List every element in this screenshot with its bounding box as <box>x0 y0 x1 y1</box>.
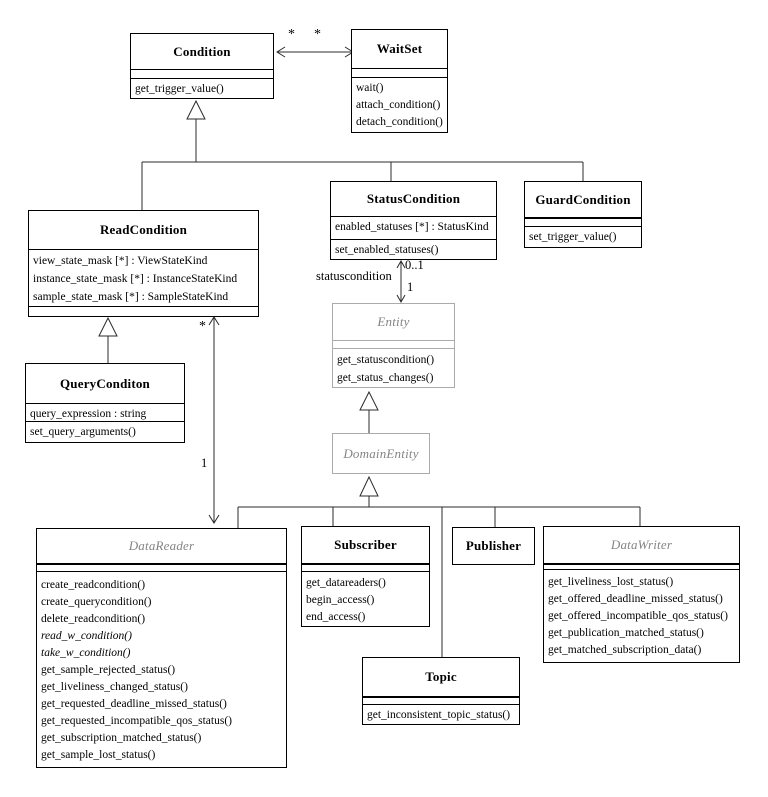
operations-compartment <box>29 306 258 316</box>
attribute: sample_state_mask [*] : SampleStateKind <box>33 291 229 303</box>
association-readcondition-datareader <box>208 316 220 524</box>
multiplicity-statuscondition-end: 0..1 <box>405 258 424 272</box>
attributes-compartment <box>37 563 286 571</box>
multiplicity-entity-end: 1 <box>407 280 414 294</box>
operation: get_matched_subscription_data() <box>548 644 702 656</box>
operation: detach_condition() <box>356 116 443 128</box>
class-readcondition: ReadCondition view_state_mask [*] : View… <box>28 210 259 317</box>
attribute: view_state_mask [*] : ViewStateKind <box>33 255 208 267</box>
operation: get_sample_lost_status() <box>41 749 156 761</box>
operation: get_datareaders() <box>306 577 386 589</box>
operation: wait() <box>356 82 384 94</box>
operation: get_statuscondition() <box>337 354 435 366</box>
class-subscriber: Subscriber get_datareaders() begin_acces… <box>301 526 430 627</box>
class-title: Subscriber <box>334 537 397 552</box>
class-title: DomainEntity <box>343 445 419 461</box>
attribute: instance_state_mask [*] : InstanceStateK… <box>33 273 238 285</box>
operations-compartment: set_trigger_value() <box>525 226 641 247</box>
attributes-compartment <box>363 696 519 704</box>
generalization-querycondition <box>98 316 118 363</box>
operation: read_w_condition() <box>41 630 132 642</box>
operation: get_requested_incompatible_qos_status() <box>41 715 232 727</box>
operation: begin_access() <box>306 594 375 606</box>
multiplicity-condition-end: * <box>288 27 295 42</box>
operation: end_access() <box>306 611 366 623</box>
class-topic: Topic get_inconsistent_topic_status() <box>362 657 520 725</box>
operations-compartment: create_readcondition() create_querycondi… <box>37 571 286 767</box>
operations-compartment: get_statuscondition() get_status_changes… <box>333 348 454 387</box>
attributes-compartment <box>544 563 739 569</box>
class-datareader: DataReader create_readcondition() create… <box>36 528 287 768</box>
attributes-compartment <box>333 340 454 348</box>
class-title: Condition <box>173 43 231 59</box>
operation: take_w_condition() <box>41 647 131 659</box>
class-waitset: WaitSet wait() attach_condition() detach… <box>351 29 448 133</box>
operation: get_publication_matched_status() <box>548 627 704 639</box>
class-condition: Condition get_trigger_value() <box>130 33 274 99</box>
operation: get_offered_incompatible_qos_status() <box>548 610 728 622</box>
multiplicity-datareader-end: 1 <box>201 456 208 470</box>
class-statuscondition: StatusCondition enabled_statuses [*] : S… <box>330 181 497 260</box>
operation: create_readcondition() <box>41 579 146 591</box>
class-title: QueryConditon <box>59 375 150 391</box>
multiplicity-waitset-end: * <box>314 27 321 42</box>
operations-compartment: get_liveliness_lost_status() get_offered… <box>544 569 739 662</box>
operations-compartment: set_enabled_statuses() <box>331 239 496 259</box>
operation: get_liveliness_changed_status() <box>41 681 188 693</box>
attributes-compartment: enabled_statuses [*] : StatusKind <box>331 216 496 239</box>
class-title: Publisher <box>465 538 522 553</box>
class-title: StatusCondition <box>366 191 461 207</box>
operation: get_liveliness_lost_status() <box>548 576 674 588</box>
attribute: query_expression : string <box>30 408 147 420</box>
class-title: GuardCondition <box>535 191 631 207</box>
class-title: WaitSet <box>376 41 423 56</box>
operation: get_subscription_matched_status() <box>41 732 202 744</box>
class-title: DataWriter <box>610 537 673 552</box>
class-title: DataReader <box>128 538 195 553</box>
attributes-compartment: view_state_mask [*] : ViewStateKind inst… <box>29 249 258 306</box>
operations-compartment: set_query_arguments() <box>26 421 184 442</box>
operation: create_querycondition() <box>41 596 152 608</box>
operations-compartment: get_datareaders() begin_access() end_acc… <box>302 571 429 626</box>
operation: attach_condition() <box>356 99 441 111</box>
attributes-compartment <box>131 69 273 78</box>
operation: get_status_changes() <box>337 372 434 384</box>
operations-compartment: get_inconsistent_topic_status() <box>363 704 519 724</box>
association-statuscondition-entity <box>396 259 406 304</box>
class-guardcondition: GuardCondition set_trigger_value() <box>524 181 642 248</box>
attributes-compartment <box>352 68 447 77</box>
operations-compartment: wait() attach_condition() detach_conditi… <box>352 77 447 132</box>
attributes-compartment <box>302 563 429 571</box>
attributes-compartment <box>525 217 641 226</box>
operation: get_inconsistent_topic_status() <box>367 709 511 721</box>
operation: set_query_arguments() <box>30 426 136 438</box>
operation: get_sample_rejected_status() <box>41 664 176 676</box>
multiplicity-readcondition-end: * <box>199 319 206 334</box>
operation: set_trigger_value() <box>529 231 617 243</box>
attribute: enabled_statuses [*] : StatusKind <box>335 221 489 234</box>
association-name-statuscondition: statuscondition <box>316 269 392 283</box>
generalization-domainentity <box>359 390 379 433</box>
operation: set_enabled_statuses() <box>335 244 439 256</box>
operation: get_offered_deadline_missed_status() <box>548 593 723 605</box>
operations-compartment: get_trigger_value() <box>131 78 273 98</box>
operation: get_requested_deadline_missed_status() <box>41 698 227 710</box>
operation: get_trigger_value() <box>135 83 224 95</box>
class-title: ReadCondition <box>99 222 188 237</box>
class-entity: Entity get_statuscondition() get_status_… <box>332 303 455 388</box>
class-datawriter: DataWriter get_liveliness_lost_status() … <box>543 526 740 663</box>
class-domainentity: DomainEntity <box>332 433 430 474</box>
association-condition-waitset <box>276 46 354 58</box>
class-title: Entity <box>377 314 410 330</box>
operation: delete_readcondition() <box>41 613 146 625</box>
class-publisher: Publisher <box>452 527 535 565</box>
class-title: Topic <box>425 669 457 684</box>
attributes-compartment: query_expression : string <box>26 403 184 421</box>
class-querycondition: QueryConditon query_expression : string … <box>25 363 185 443</box>
